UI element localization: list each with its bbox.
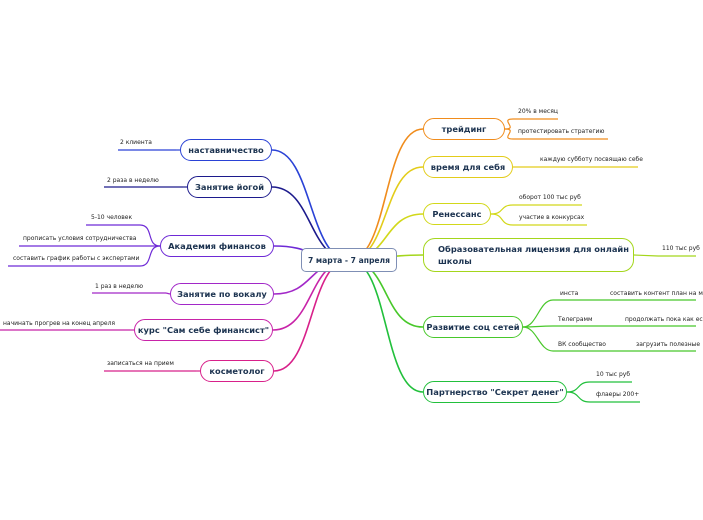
leaf-connector xyxy=(490,213,514,226)
branch-connector xyxy=(348,166,424,261)
leaf-label[interactable]: составить график работы с экспертами xyxy=(13,255,140,262)
leaf-connector xyxy=(566,391,591,403)
leaf-label[interactable]: 2 клиента xyxy=(120,139,152,146)
leaf-label[interactable]: 2 раза в неделю xyxy=(107,177,159,184)
leaf-connector xyxy=(504,118,514,130)
topic-node[interactable]: Развитие соц сетей xyxy=(423,316,523,338)
leaf-label[interactable]: прописать условия сотрудничества xyxy=(23,235,137,242)
leaf-label[interactable]: записаться на прием xyxy=(107,360,174,367)
leaf-connector xyxy=(633,254,659,257)
leaf-connector xyxy=(139,245,161,267)
topic-node[interactable]: курс "Сам себе финансист" xyxy=(134,319,273,341)
leaf-label[interactable]: 20% в месяц xyxy=(518,108,558,115)
leaf-connector xyxy=(490,204,514,215)
branch-connector xyxy=(271,149,350,261)
leaf-connector xyxy=(139,224,161,247)
subleaf-label[interactable]: загрузить полезные xyxy=(636,341,701,348)
topic-node[interactable]: Академия финансов xyxy=(160,235,274,257)
topic-node[interactable]: Партнерство "Секрет денег" xyxy=(423,381,567,403)
leaf-label[interactable]: начинать прогрев на конец апреля xyxy=(3,320,116,327)
topic-node[interactable]: трейдинг xyxy=(423,118,505,140)
topic-node[interactable]: Образовательная лицензия для онлайн школ… xyxy=(423,238,634,272)
leaf-label[interactable]: каждую субботу посвящаю себе xyxy=(540,156,643,163)
leaf-label[interactable]: 5-10 человек xyxy=(91,214,133,221)
leaf-label[interactable]: 10 тыс руб xyxy=(596,371,631,378)
leaf-connector xyxy=(522,299,554,328)
leaf-label[interactable]: 1 раз в неделю xyxy=(95,283,144,290)
topic-node[interactable]: Занятие по вокалу xyxy=(170,283,274,305)
branch-connector xyxy=(348,128,424,261)
leaf-label[interactable]: Телеграмм xyxy=(558,316,593,323)
branch-connector xyxy=(348,259,424,393)
leaf-connector xyxy=(165,292,171,295)
central-topic[interactable]: 7 марта - 7 апреля xyxy=(301,248,397,272)
leaf-label[interactable]: флаеры 200+ xyxy=(596,391,640,398)
leaf-connector xyxy=(504,128,514,140)
topic-node[interactable]: Ренессанс xyxy=(423,203,491,225)
topic-node[interactable]: косметолог xyxy=(200,360,274,382)
leaf-label[interactable]: оборот 100 тыс руб xyxy=(519,194,581,201)
topic-node[interactable]: Занятие йогой xyxy=(187,176,272,198)
leaf-connector xyxy=(522,326,554,352)
topic-node[interactable]: время для себя xyxy=(423,156,513,178)
leaf-label[interactable]: участие в конкурсах xyxy=(519,214,585,221)
subleaf-label[interactable]: составить контент план на м xyxy=(610,290,703,297)
subleaf-label[interactable]: продолжать пока как ес xyxy=(625,316,703,323)
leaf-label[interactable]: инста xyxy=(560,290,579,297)
leaf-label[interactable]: 110 тыс руб xyxy=(662,245,700,252)
topic-node[interactable]: наставничество xyxy=(180,139,272,161)
leaf-label[interactable]: ВК сообщество xyxy=(558,341,606,348)
leaf-label[interactable]: протестировать стратегию xyxy=(518,128,605,135)
leaf-connector xyxy=(566,381,591,393)
